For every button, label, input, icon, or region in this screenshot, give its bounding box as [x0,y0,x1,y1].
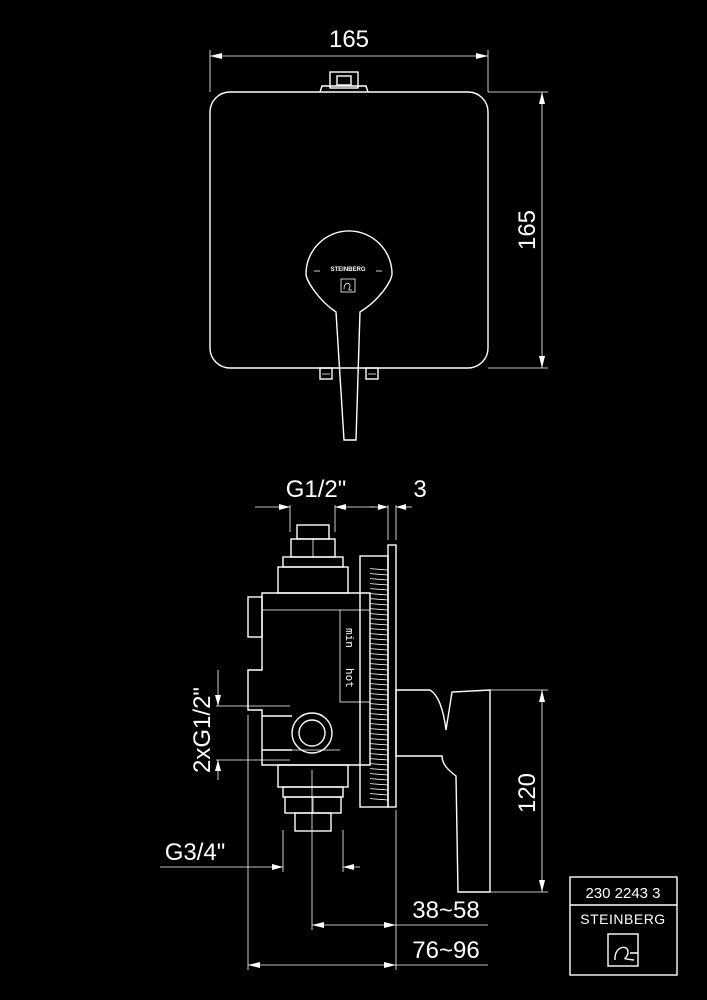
thread-line [370,673,388,676]
thread-line [370,633,388,636]
thread-line [370,788,388,791]
outlet-nut [277,764,349,832]
thread-line [370,658,388,661]
thread-line [370,773,388,776]
thread-line [370,798,388,801]
valve-flange [247,596,263,638]
marking-hot: hot [343,668,356,688]
thread-line [370,603,388,606]
thread-line [370,648,388,651]
thread-line [370,698,388,701]
thread-line [370,638,388,641]
inlet-label: 2xG1/2" [189,687,216,773]
thread-line [370,778,388,781]
thread-line [370,613,388,616]
thread-line [370,733,388,736]
thread-line [370,608,388,611]
thread-line [370,663,388,666]
thread-line [370,643,388,646]
title-block: 230 2243 3 STEINBERG [569,876,678,976]
thread-line [370,568,388,571]
top-connector [319,71,369,93]
depth-dimension-2: 76~96 [247,715,488,970]
plate-thickness-label: 3 [413,476,426,503]
side-view: G1/2" 3 min hot [160,476,548,970]
thread-line [370,738,388,741]
top-nut [277,524,349,594]
thread-line [370,793,388,796]
thread-line [370,618,388,621]
height-dimension: 165 [488,91,548,369]
thread-line [370,653,388,656]
article-number: 230 2243 3 [585,885,660,902]
top-thread-dimension: G1/2" [255,476,375,532]
thread-line [370,678,388,681]
badge-brand: STEINBERG [330,267,365,273]
thread-line [370,758,388,761]
inlet-dimension: 2xG1/2" [189,670,290,780]
thread-line [370,728,388,731]
thread-line [370,588,388,591]
outlet-label: G3/4" [165,839,226,866]
depth-range-2-label: 76~96 [412,937,479,964]
bottom-feet [319,367,379,380]
logo-icon [340,278,356,293]
thread-line [370,628,388,631]
cover-plate [209,91,489,369]
width-label: 165 [329,26,369,53]
thread-line [370,593,388,596]
top-thread-label: G1/2" [286,476,347,503]
label-plate [339,609,371,703]
lever-height-dimension: 120 [490,689,548,893]
thread-line [370,768,388,771]
thread-line [370,723,388,726]
thread-line [370,748,388,751]
thread-line [370,708,388,711]
marking-min: min [343,628,356,648]
wall-plate [387,544,397,808]
thread-line [370,683,388,686]
thread-line [370,583,388,586]
thread-line [370,668,388,671]
thread-line [370,713,388,716]
plate-thickness-dimension: 3 [370,476,427,540]
width-dimension: 165 [209,26,489,92]
thread-line [370,578,388,581]
thread-line [370,718,388,721]
thread-line [370,623,388,626]
thread-line [370,783,388,786]
thread-line [370,703,388,706]
inlet-port [262,712,333,754]
outlet-dimension: G3/4" [160,830,360,872]
handle-lever [305,230,393,441]
title-brand: STEINBERG [580,911,665,927]
depth-range-1-label: 38~58 [412,897,479,924]
thread-line [370,763,388,766]
lever-height-label: 120 [514,773,541,813]
height-label: 165 [514,210,541,250]
thread-line [370,693,388,696]
thread-line [370,688,388,691]
thread-line [370,598,388,601]
brand-logo-icon [607,933,639,967]
thread-line [370,743,388,746]
thread-line [370,573,388,576]
lever-side [395,689,491,893]
depth-dimension-1: 38~58 [311,770,488,970]
front-view: 165 165 STEINBERG [209,26,548,441]
thread-line [370,753,388,756]
